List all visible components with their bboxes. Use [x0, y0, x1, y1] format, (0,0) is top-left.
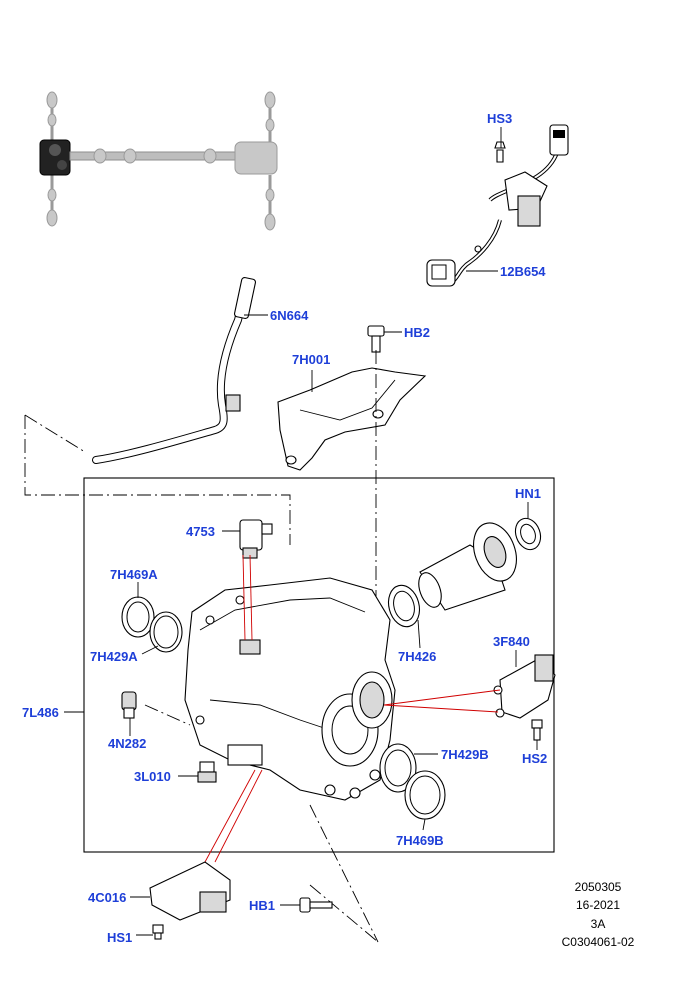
callout-hb1: HB1 [249, 898, 275, 913]
reference-line-1: 2050305 [575, 880, 622, 894]
control-module-4c016 [130, 861, 231, 921]
screw-hs1 [136, 924, 164, 940]
callout-hb2: HB2 [404, 325, 430, 340]
harness-12b654 [426, 124, 569, 287]
oring-7h429a [141, 611, 183, 655]
reference-line-3: 3A [591, 917, 606, 931]
plug-4n282 [121, 691, 137, 736]
callout-7h429a: 7H429A [90, 649, 138, 664]
reference-line-4: C0304061-02 [562, 935, 635, 949]
callout-hs1: HS1 [107, 930, 132, 945]
callout-3l010: 3L010 [134, 769, 171, 784]
callout-12b654: 12B654 [500, 264, 546, 279]
reference-line-2: 16-2021 [576, 898, 620, 912]
seal-hn1 [514, 502, 542, 551]
screw-hs2 [531, 719, 543, 750]
callout-7l486: 7L486 [22, 705, 59, 720]
driveline-locator-thumbnail [39, 91, 278, 231]
callout-hs2: HS2 [522, 751, 547, 766]
callout-7h469a: 7H469A [110, 567, 158, 582]
callout-4753: 4753 [186, 524, 215, 539]
callout-7h429b: 7H429B [441, 747, 489, 762]
oring-7h469a [121, 582, 155, 638]
callout-7h426: 7H426 [398, 649, 436, 664]
callout-3f840: 3F840 [493, 634, 530, 649]
reference-block: 2050305 16-2021 3A C0304061-02 [562, 880, 635, 949]
callout-4c016: 4C016 [88, 890, 126, 905]
actuator-3f840 [493, 650, 556, 719]
oring-7h469b [404, 770, 446, 831]
callout-hs3: HS3 [487, 111, 512, 126]
callout-4n282: 4N282 [108, 736, 146, 751]
bolt-hb1 [280, 897, 333, 913]
oring-7h429b [379, 743, 438, 793]
red-reference-lines [204, 554, 501, 863]
callout-labels: HS3 12B654 6N664 HB2 7H001 HN1 4753 7H46… [22, 111, 547, 945]
seal-7h426 [387, 584, 421, 649]
heat-shield-7h001 [277, 367, 427, 471]
sensor-4753 [222, 519, 273, 559]
bolt-hb2 [367, 325, 402, 353]
transfer-assembly-frame [83, 477, 555, 853]
transfer-case-housing [184, 577, 396, 801]
callout-6n664: 6N664 [270, 308, 309, 323]
assembly-guide-lines [24, 350, 379, 943]
output-flange [418, 522, 517, 611]
breather-tube-6n664 [92, 276, 268, 464]
callout-hn1: HN1 [515, 486, 541, 501]
callout-7h469b: 7H469B [396, 833, 444, 848]
plug-3l010 [178, 761, 217, 783]
callout-7h001: 7H001 [292, 352, 330, 367]
